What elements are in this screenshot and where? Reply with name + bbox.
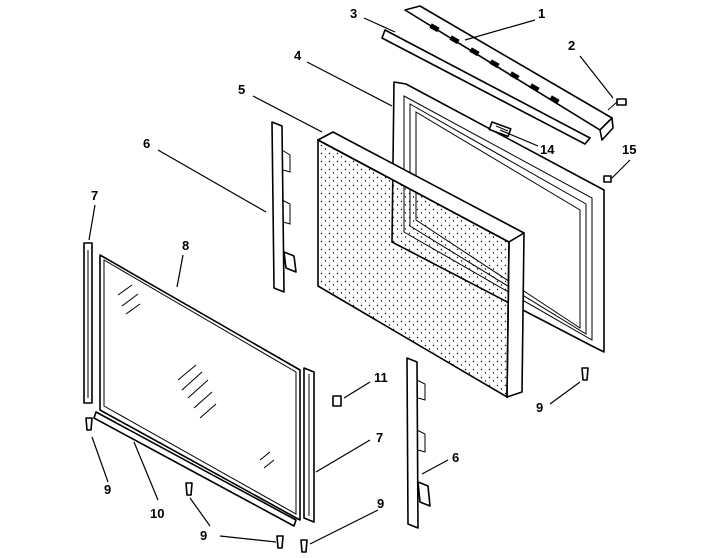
side-trim-left xyxy=(83,242,93,404)
vent-trim xyxy=(404,5,614,141)
callout-10: 10 xyxy=(150,506,164,521)
callout-2: 2 xyxy=(568,38,575,53)
deflector xyxy=(381,29,591,145)
callout-8: 8 xyxy=(182,238,189,253)
leader-lines xyxy=(88,17,631,545)
callout-9-bottom: 9 xyxy=(200,528,207,543)
callout-11: 11 xyxy=(374,370,388,385)
callout-9-lower-right: 9 xyxy=(377,496,384,511)
callout-6-left: 6 xyxy=(143,136,150,151)
callout-7-right: 7 xyxy=(376,430,383,445)
clip-11 xyxy=(332,395,342,407)
screw-9 xyxy=(85,367,589,553)
callout-15: 15 xyxy=(622,142,636,157)
hinge-bracket-left xyxy=(271,121,297,293)
screw-15 xyxy=(603,175,612,183)
callout-labels: 1 2 3 4 5 6 6 7 7 8 9 9 9 9 10 11 14 15 xyxy=(91,6,636,543)
callout-14: 14 xyxy=(540,142,555,157)
callout-7-left: 7 xyxy=(91,188,98,203)
callout-3: 3 xyxy=(350,6,357,21)
hinge-bracket-right xyxy=(406,357,431,529)
screw-2 xyxy=(607,98,627,111)
callout-1: 1 xyxy=(538,6,545,21)
side-trim-right xyxy=(303,367,315,523)
callout-5: 5 xyxy=(238,82,245,97)
callout-4: 4 xyxy=(294,48,302,63)
bottom-trim xyxy=(93,411,297,527)
callout-6-right: 6 xyxy=(452,450,459,465)
callout-9-left: 9 xyxy=(104,482,111,497)
insulation-pad xyxy=(317,131,525,399)
door-glass xyxy=(99,254,301,521)
callout-9-frame: 9 xyxy=(536,400,543,415)
